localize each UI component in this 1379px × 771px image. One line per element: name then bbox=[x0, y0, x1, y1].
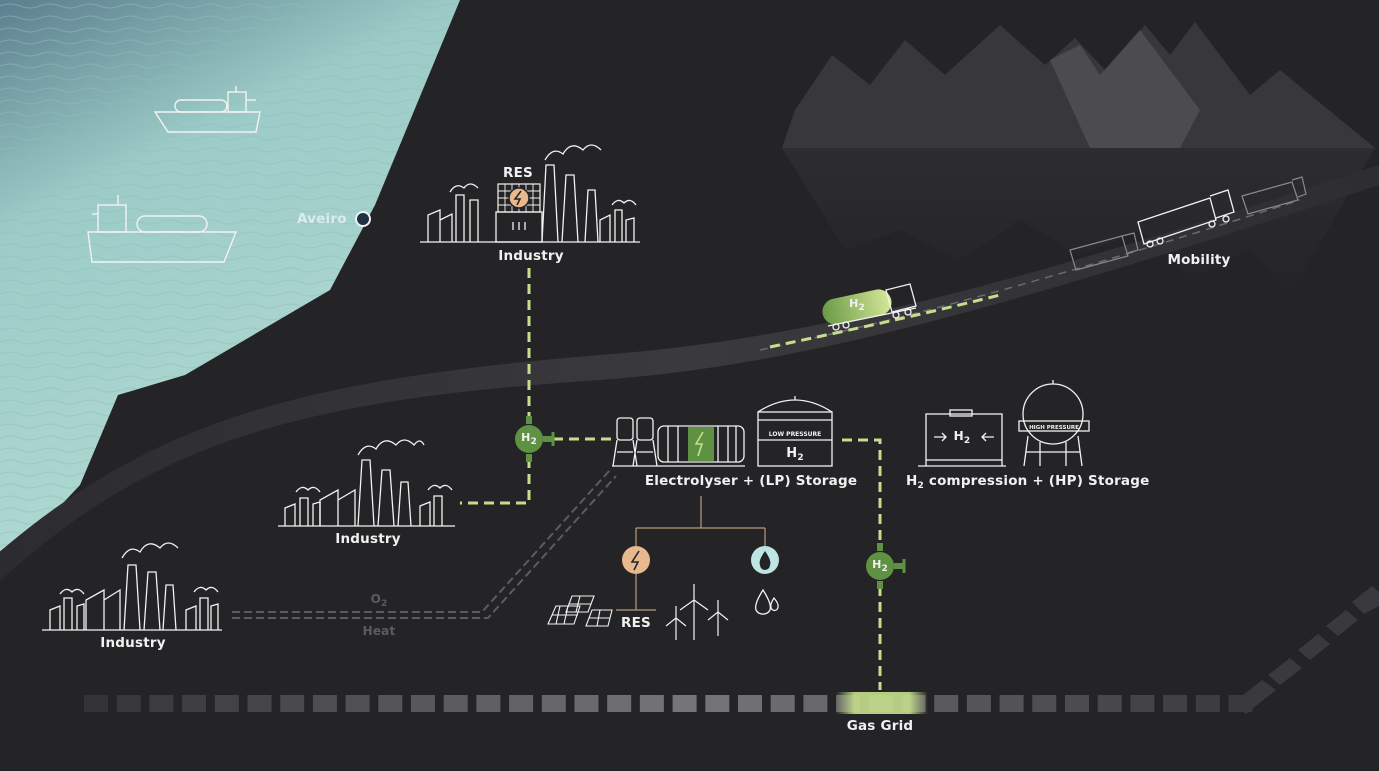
electrolyser-icon bbox=[612, 417, 745, 467]
gas-grid-block bbox=[770, 695, 795, 712]
low-pressure-label: LOW PRESSURE bbox=[769, 431, 822, 438]
res-wiring bbox=[616, 496, 766, 611]
h2-valve-b-main: H bbox=[872, 558, 882, 571]
gas-grid-block bbox=[149, 695, 174, 712]
h2-valve-a-sub: 2 bbox=[530, 437, 537, 447]
h2-truck-main: H bbox=[849, 297, 859, 310]
gas-grid-block bbox=[411, 695, 435, 712]
gas-grid-block bbox=[1097, 695, 1122, 712]
h2-valve-icon bbox=[866, 543, 906, 589]
o2-main: O bbox=[370, 592, 381, 606]
ship-icon bbox=[153, 86, 261, 133]
h2-compressor-main: H bbox=[953, 429, 964, 443]
mobility-label: Mobility bbox=[1167, 252, 1231, 268]
truck-icon bbox=[1137, 189, 1235, 248]
storage-tank-icon bbox=[1018, 380, 1090, 467]
hydrogen-pipeline bbox=[460, 268, 882, 690]
gas-grid-block bbox=[803, 695, 828, 712]
mountain-icon bbox=[782, 22, 1375, 295]
gas-grid-block bbox=[378, 695, 403, 712]
res-top-label: RES bbox=[503, 165, 533, 181]
gas-grid-block bbox=[541, 695, 566, 712]
gas-grid-block bbox=[345, 695, 370, 712]
gas-grid-block bbox=[247, 695, 272, 712]
h2-tank-main: H bbox=[786, 446, 798, 461]
h2-valve-a-label: H2 bbox=[521, 431, 537, 447]
h2-valve-a-main: H bbox=[521, 431, 531, 444]
high-pressure-label: HIGH PRESSURE bbox=[1029, 425, 1079, 431]
h2-truck-sub: 2 bbox=[858, 303, 865, 313]
factory-icon bbox=[42, 542, 222, 631]
gas-grid-block bbox=[509, 695, 534, 712]
wind-turbine-icon bbox=[665, 584, 729, 640]
gas-grid-block bbox=[443, 695, 468, 712]
gas-grid-block bbox=[574, 695, 599, 712]
gas-grid-highlight bbox=[836, 692, 928, 714]
gas-grid-block bbox=[1163, 695, 1188, 712]
gas-grid-block bbox=[1195, 695, 1220, 712]
gas-grid-block bbox=[476, 695, 501, 712]
o2-sub: 2 bbox=[380, 599, 388, 609]
compressor-icon bbox=[918, 409, 1006, 467]
gas-grid-block bbox=[84, 695, 108, 712]
industry-bottom-label: Industry bbox=[100, 635, 166, 651]
gas-grid-block bbox=[966, 695, 991, 712]
h2-compression-rest: compression + (HP) Storage bbox=[923, 473, 1150, 489]
road bbox=[0, 165, 1379, 581]
gas-grid-block bbox=[639, 695, 664, 712]
solar-panel-icon bbox=[547, 595, 613, 627]
aveiro-label: Aveiro bbox=[297, 211, 347, 227]
gas-grid-block bbox=[182, 695, 207, 712]
gas-grid bbox=[84, 695, 1253, 712]
h2-compression-sub: 2 bbox=[917, 481, 924, 491]
o2-label: O2 bbox=[371, 592, 388, 609]
gas-grid-block bbox=[1065, 695, 1089, 712]
gas-grid-block bbox=[1130, 695, 1155, 712]
gas-grid-block bbox=[280, 695, 305, 712]
gas-grid-block bbox=[214, 695, 239, 712]
gas-grid-block bbox=[705, 695, 730, 712]
truck-icon bbox=[1069, 176, 1307, 271]
factory-icon bbox=[278, 439, 455, 527]
location-marker bbox=[355, 211, 371, 227]
sea-area bbox=[0, 0, 460, 570]
gas-grid-block bbox=[116, 695, 141, 712]
gas-grid-block bbox=[607, 695, 632, 712]
h2-valve-b-sub: 2 bbox=[881, 564, 888, 574]
res-bottom-label: RES bbox=[621, 615, 651, 631]
lightning-icon bbox=[694, 431, 704, 457]
h2-valve-icon bbox=[515, 416, 555, 462]
h2-valve-b-label: H2 bbox=[872, 558, 888, 574]
heat-label: Heat bbox=[362, 624, 396, 638]
o2-heat-pipeline bbox=[232, 469, 617, 619]
gas-grid-block bbox=[312, 695, 337, 712]
gas-grid-block bbox=[738, 695, 762, 712]
gas-grid-block bbox=[672, 695, 697, 712]
h2-compressor-label: H2 bbox=[954, 429, 971, 446]
electrolyser-label: Electrolyser + (LP) Storage bbox=[644, 473, 858, 489]
truck-icon bbox=[822, 283, 917, 331]
gas-grid-block bbox=[1032, 695, 1057, 712]
gas-grid-block bbox=[999, 695, 1024, 712]
factory-icon bbox=[420, 144, 640, 243]
lightning-icon bbox=[622, 546, 650, 574]
storage-tank-icon bbox=[757, 396, 833, 467]
solar-panel-icon bbox=[497, 183, 541, 213]
gas-grid-ramp bbox=[1232, 586, 1379, 714]
industry-mid-label: Industry bbox=[335, 531, 401, 547]
gas-grid-label: Gas Grid bbox=[846, 718, 914, 734]
h2-compression-label: H2 compression + (HP) Storage bbox=[906, 473, 1149, 491]
water-drop-icon bbox=[755, 588, 779, 615]
h2-tank-sub: 2 bbox=[797, 453, 804, 463]
gas-grid-block bbox=[934, 695, 959, 712]
h2-truck-label: H2 bbox=[849, 297, 865, 313]
industry-top-label: Industry bbox=[498, 248, 564, 264]
h2-compressor-sub: 2 bbox=[963, 436, 971, 446]
h2-compression-prefix: H bbox=[906, 473, 918, 489]
h2-tank-label: H2 bbox=[786, 446, 804, 463]
ship-icon bbox=[87, 195, 238, 263]
